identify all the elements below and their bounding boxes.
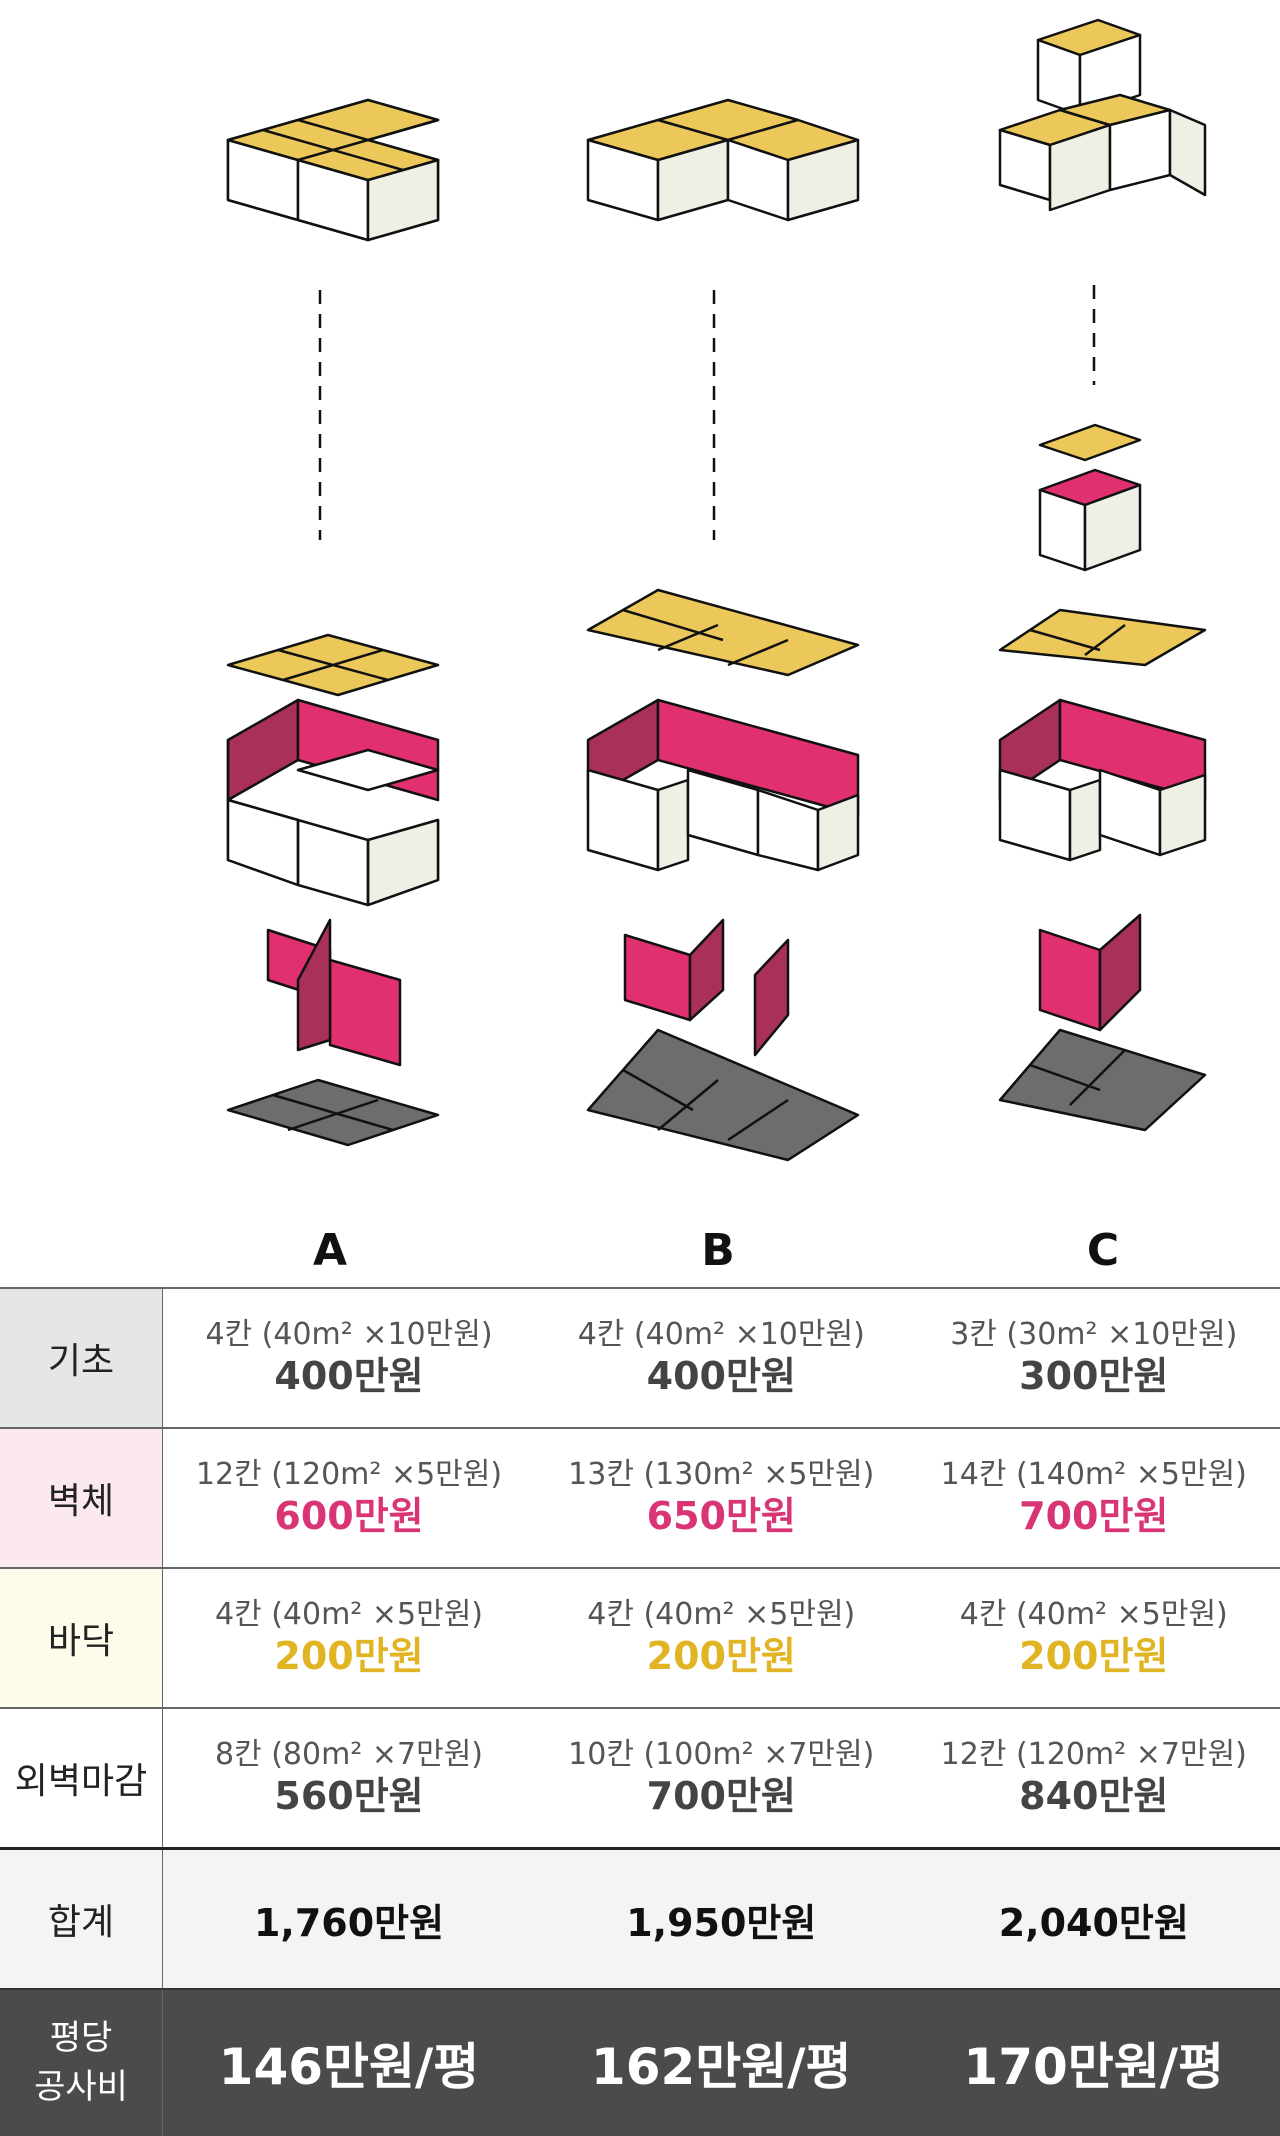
table-row-foundation: 기초 4칸 (40m² ×10만원) 400만원 4칸 (40m² ×10만원)… [0,1288,1280,1428]
cell-amount: 700만원 [535,1773,908,1821]
cell-amount: 200만원 [535,1633,908,1681]
cell-detail: 12칸 (120m² ×7만원) [908,1736,1280,1774]
cell-amount: 400만원 [163,1353,535,1401]
column-b-roof-panels [588,590,858,675]
cell-per-pyeong-b: 162만원/평 [535,1989,908,2136]
cell-floor-b: 4칸 (40m² ×5만원) 200만원 [535,1568,908,1708]
cell-wall-c: 14칸 (140m² ×5만원) 700만원 [908,1428,1280,1568]
cell-exterior-b: 10칸 (100m² ×7만원) 700만원 [535,1708,908,1849]
cell-amount: 200만원 [908,1633,1280,1681]
column-b-wall-shell [588,700,858,870]
cell-exterior-a: 8칸 (80m² ×7만원) 560만원 [163,1708,536,1849]
cell-detail: 14칸 (140m² ×5만원) [908,1456,1280,1494]
row-label-per-pyeong: 평당 공사비 [0,1989,163,2136]
row-label-floor: 바닥 [0,1568,163,1708]
cell-exterior-c: 12칸 (120m² ×7만원) 840만원 [908,1708,1280,1849]
cell-detail: 13칸 (130m² ×5만원) [535,1456,908,1494]
cell-amount: 200만원 [163,1633,535,1681]
cell-amount: 650만원 [535,1493,908,1541]
module-cost-diagram [0,0,1280,1280]
cell-detail: 4칸 (40m² ×10만원) [163,1316,535,1354]
row-label-exterior: 외벽마감 [0,1708,163,1849]
column-a-wall-shell [228,700,438,905]
row-label-foundation: 기초 [0,1288,163,1428]
column-label-b: B [658,1225,778,1276]
cell-floor-c: 4칸 (40m² ×5만원) 200만원 [908,1568,1280,1708]
cell-foundation-b: 4칸 (40m² ×10만원) 400만원 [535,1288,908,1428]
row-label-line1: 평당 [0,2014,162,2063]
table-row-per-pyeong: 평당 공사비 146만원/평 162만원/평 170만원/평 [0,1989,1280,2136]
cell-detail: 10칸 (100m² ×7만원) [535,1736,908,1774]
cell-amount: 700만원 [908,1493,1280,1541]
column-c-top-module [1040,425,1140,570]
cell-wall-b: 13칸 (130m² ×5만원) 650만원 [535,1428,908,1568]
cell-floor-a: 4칸 (40m² ×5만원) 200만원 [163,1568,536,1708]
table-row-floor: 바닥 4칸 (40m² ×5만원) 200만원 4칸 (40m² ×5만원) 2… [0,1568,1280,1708]
cell-detail: 4칸 (40m² ×5만원) [908,1596,1280,1634]
column-c-wall-shell [1000,700,1205,860]
column-label-a: A [270,1225,390,1276]
cost-table: 기초 4칸 (40m² ×10만원) 400만원 4칸 (40m² ×10만원)… [0,1287,1280,2136]
cell-wall-a: 12칸 (120m² ×5만원) 600만원 [163,1428,536,1568]
row-label-wall: 벽체 [0,1428,163,1568]
table-row-total: 합계 1,760만원 1,950만원 2,040만원 [0,1849,1280,1990]
cell-foundation-c: 3칸 (30m² ×10만원) 300만원 [908,1288,1280,1428]
cell-total-b: 1,950만원 [535,1849,908,1990]
cell-amount: 300만원 [908,1353,1280,1401]
column-c-roof-panels [1000,610,1205,665]
cell-total-a: 1,760만원 [163,1849,536,1990]
column-c-foundation-and-partitions [1000,915,1205,1130]
cell-total-c: 2,040만원 [908,1849,1280,1990]
row-label-line2: 공사비 [0,2063,162,2112]
cell-amount: 560만원 [163,1773,535,1821]
cell-amount: 600만원 [163,1493,535,1541]
cell-amount: 400만원 [535,1353,908,1401]
cell-detail: 4칸 (40m² ×5만원) [163,1596,535,1634]
column-c-assembled-house [1000,20,1205,210]
cell-amount: 840만원 [908,1773,1280,1821]
table-row-exterior: 외벽마감 8칸 (80m² ×7만원) 560만원 10칸 (100m² ×7만… [0,1708,1280,1849]
cell-per-pyeong-c: 170만원/평 [908,1989,1280,2136]
row-label-total: 합계 [0,1849,163,1990]
cell-detail: 8칸 (80m² ×7만원) [163,1736,535,1774]
cell-detail: 4칸 (40m² ×5만원) [535,1596,908,1634]
cell-foundation-a: 4칸 (40m² ×10만원) 400만원 [163,1288,536,1428]
cell-detail: 4칸 (40m² ×10만원) [535,1316,908,1354]
cell-detail: 3칸 (30m² ×10만원) [908,1316,1280,1354]
cell-detail: 12칸 (120m² ×5만원) [163,1456,535,1494]
column-a-roof-panels [228,635,438,695]
column-a-assembled-house [228,100,438,240]
table-row-wall: 벽체 12칸 (120m² ×5만원) 600만원 13칸 (130m² ×5만… [0,1428,1280,1568]
column-label-c: C [1043,1225,1163,1276]
column-b-assembled-house [588,100,858,220]
cell-per-pyeong-a: 146만원/평 [163,1989,536,2136]
column-b-foundation-and-partitions [588,920,858,1160]
column-a-foundation-and-partitions [228,920,438,1145]
